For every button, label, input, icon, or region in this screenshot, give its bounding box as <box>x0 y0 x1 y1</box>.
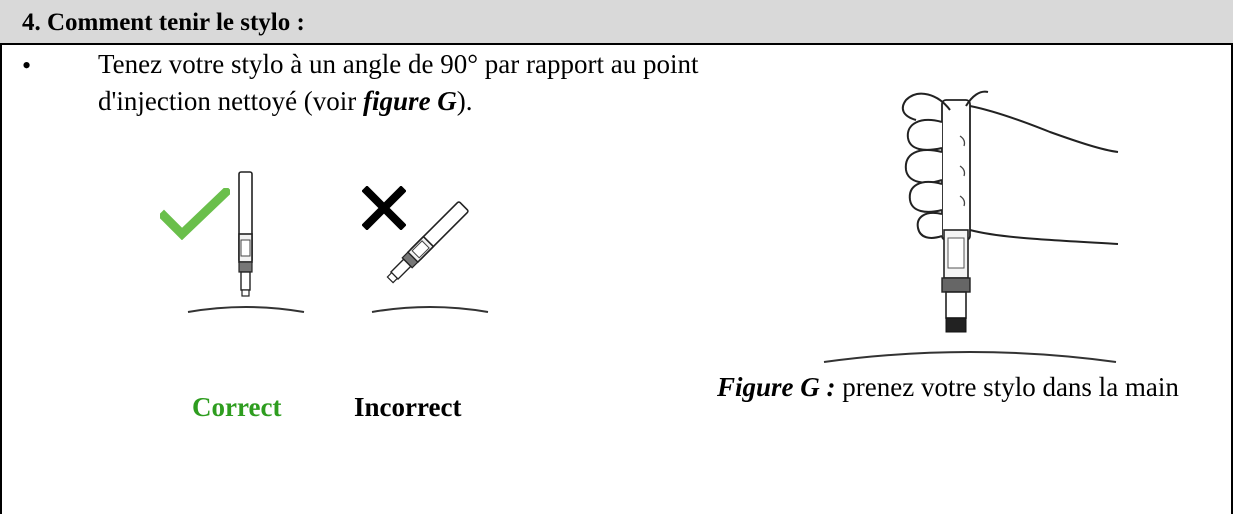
figure-caption: Figure G : prenez votre stylo dans la ma… <box>717 372 1179 403</box>
bullet-point: • <box>22 51 32 80</box>
instruction-text: Tenez votre stylo à un angle de 90° par … <box>98 46 738 120</box>
skin-surface-correct <box>187 306 305 313</box>
vertical-pen-illustration <box>238 171 253 297</box>
skin-surface-incorrect <box>371 306 489 313</box>
angled-pen-illustration <box>386 201 469 284</box>
section-header: 4. Comment tenir le stylo : <box>0 0 1233 45</box>
figure-caption-text: prenez votre stylo dans la main <box>835 372 1179 402</box>
section-title: 4. Comment tenir le stylo : <box>22 9 305 36</box>
figure-caption-label: Figure G : <box>717 372 836 402</box>
checkmark-icon <box>160 188 230 240</box>
cross-icon <box>362 186 406 230</box>
correct-label: Correct <box>192 392 282 422</box>
instruction-text-end: ). <box>456 86 473 116</box>
instruction-text-start: Tenez votre stylo à un angle de 90° par … <box>98 49 699 116</box>
hand-holding-pen-illustration <box>823 90 1119 363</box>
figure-reference: figure G <box>363 86 457 116</box>
incorrect-label: Incorrect <box>354 392 462 422</box>
